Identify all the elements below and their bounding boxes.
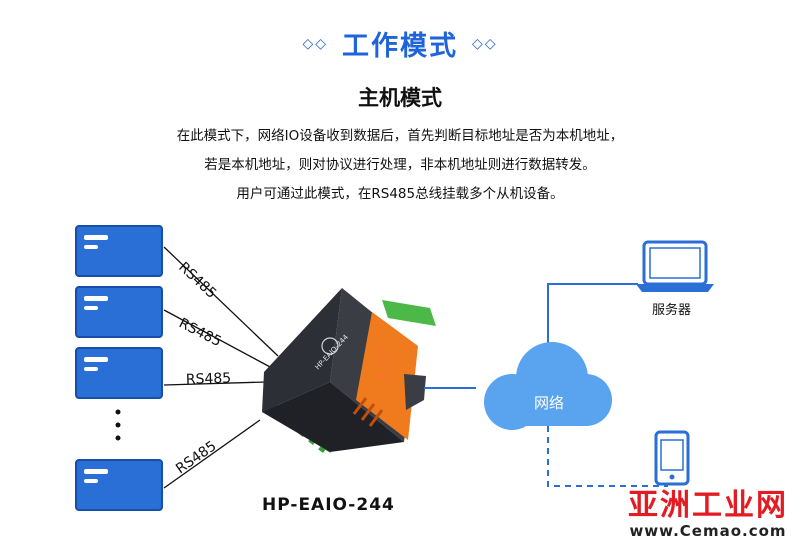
ellipsis-dots-icon	[115, 409, 121, 441]
slave-device-4	[75, 459, 163, 511]
cloud-to-phone-line	[547, 426, 668, 487]
rs485-label-1: RS485	[175, 259, 219, 302]
rs485-label-3: RS485	[186, 370, 232, 388]
mobile-phone-icon	[654, 430, 690, 486]
rs485-label-2: RS485	[176, 315, 224, 350]
slave-device-2	[75, 286, 163, 338]
laptop-icon	[636, 240, 714, 292]
slave-device-3	[75, 347, 163, 399]
mode-description: 在此模式下，网络IO设备收到数据后，首先判断目标地址是否为本机地址， 若是本机地…	[0, 122, 800, 209]
server-label: 服务器	[652, 302, 691, 318]
device-model-label: HP-EAIO-244	[262, 495, 395, 515]
diamond-deco-left-icon: ◇◇	[302, 35, 328, 52]
description-line-1: 在此模式下，网络IO设备收到数据后，首先判断目标地址是否为本机地址，	[176, 128, 624, 144]
watermark-name: 亚洲工业网	[628, 488, 788, 523]
cloud-icon	[484, 342, 612, 430]
rs485-line-4	[163, 419, 261, 489]
io-device: HP-EAIO-244	[262, 288, 436, 454]
rs485-line-1	[163, 246, 279, 357]
mode-subtitle: 主机模式	[358, 86, 442, 110]
watermark: 亚洲工业网 www.Cemao.com	[628, 488, 788, 541]
cloud-label: 网络	[534, 394, 564, 412]
description-line-3: 用户可通过此模式，在RS485总线挂载多个从机设备。	[236, 186, 564, 202]
rs485-line-3	[163, 381, 267, 386]
rs485-label-4: RS485	[173, 438, 219, 477]
rs485-line-2	[163, 309, 273, 369]
cloud-to-server-line	[547, 283, 638, 350]
header: ◇◇ 工作模式 ◇◇	[0, 24, 800, 63]
slave-device-1	[75, 225, 163, 277]
description-line-2: 若是本机地址，则对协议进行处理，非本机地址则进行数据转发。	[204, 157, 596, 173]
title-row: ◇◇ 工作模式 ◇◇	[0, 24, 800, 63]
watermark-url: www.Cemao.com	[629, 522, 787, 540]
page-title: 工作模式	[342, 31, 458, 62]
diamond-deco-right-icon: ◇◇	[472, 35, 498, 52]
